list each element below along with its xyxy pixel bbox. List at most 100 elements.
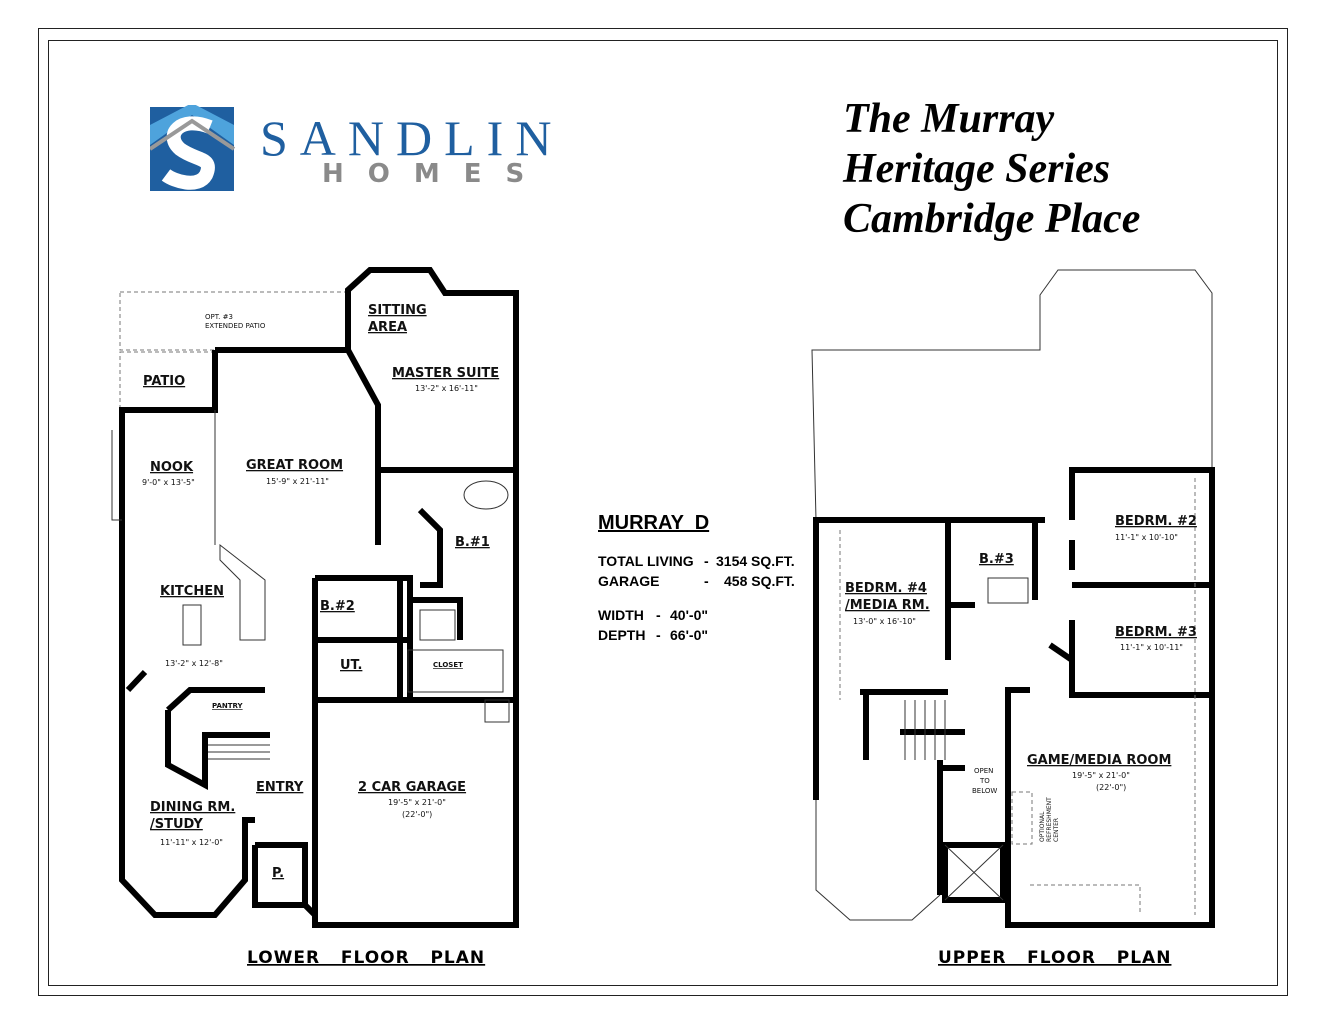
bedroom-game-exterior-wall [1005,467,1215,928]
refreshment-label-3: CENTER [1053,818,1060,842]
bedroom-4-label-2: /MEDIA RM. [845,598,930,613]
master-garage-exterior-wall [312,267,519,928]
dining-dim: 11'-11" x 12'-0" [160,838,223,847]
open-below-wall [937,760,965,895]
entry-wall [302,902,318,918]
garage-dim-2: (22'-0") [402,810,432,819]
ext-patio-label-1: OPT. #3 [205,313,233,321]
sep: - [704,573,709,589]
lower-floor-labels: OPT. #3 EXTENDED PATIO SITTING AREA MAST… [142,303,499,968]
shower [419,609,456,641]
bedroom-3-label: BEDRM. #3 [1115,625,1197,640]
nook-dining-exterior-wall [119,350,255,918]
model-specs: MURRAY D TOTAL LIVING - 3154 SQ.FT. GARA… [598,512,795,643]
dining-label-2: /STUDY [150,817,203,832]
bedroom-2-label: BEDRM. #2 [1115,514,1197,529]
sep: - [656,627,661,643]
total-living-value: 3154 SQ.FT. [716,553,795,569]
lower-floor-walls [111,267,519,928]
garage-sqft-value: 458 SQ.FT. [724,573,795,589]
garage-sqft-label: GARAGE [598,573,659,589]
dining-corner-wall [125,669,148,693]
refreshment-center [1011,791,1033,845]
pantry-label: PANTRY [212,702,244,710]
title-line-2: Heritage Series [843,146,1111,192]
bath-1-label: B.#1 [455,535,490,550]
bath3-walls [945,520,1038,660]
closet-wall [397,578,516,703]
depth-label: DEPTH [598,627,645,643]
kitchen-counter [219,543,266,641]
master-suite-dim: 13'-2" x 16'-11" [415,384,478,393]
chase [942,842,1006,903]
great-room-label: GREAT ROOM [246,458,343,473]
master-suite-label: MASTER SUITE [392,366,499,381]
logo-homes-text: HOMES [322,159,549,189]
garage-dim: 19'-5" x 21'-0" [388,798,446,807]
dining-label-1: DINING RM. [150,800,235,815]
width-value: 40'-0" [670,607,708,623]
powder-label: P. [272,866,284,881]
game-room-label: GAME/MEDIA ROOM [1027,753,1171,768]
inner-border [48,40,1278,986]
refreshment-label-1: OPTIONAL [1039,811,1046,842]
ext-patio-label-2: EXTENDED PATIO [205,322,266,330]
open-below-label-2: TO [979,777,990,785]
sep: - [656,607,661,623]
closet-walls [1048,540,1075,663]
sandlin-homes-logo: SANDLIN HOMES [150,105,580,193]
kitchen-dim: 13'-2" x 12'-8" [165,659,223,668]
bath3-tub [987,577,1029,604]
bedroom4-exterior-wall [813,517,1045,800]
stair-walls [860,689,965,760]
logo-sandlin-text: SANDLIN [260,110,564,166]
garage-label: 2 CAR GARAGE [358,780,466,795]
upper-floor-walls [811,269,1215,928]
entry-label: ENTRY [256,780,304,795]
nook-window [111,410,216,545]
bath-2-label: B.#2 [320,599,355,614]
open-below-label-3: BELOW [972,787,997,795]
nook-label: NOOK [150,460,194,475]
logo-s-mark-icon [150,105,236,191]
bedroom2-3-divider [1069,582,1212,698]
chase-x [944,844,1004,901]
game-room-dim-2: (22'-0") [1096,783,1126,792]
refreshment-label-2: REFRESHMENT [1046,797,1053,842]
kitchen-label: KITCHEN [160,584,224,599]
bedroom-4-dim: 13'-0" x 16'-10" [853,617,916,626]
title-line-3: Cambridge Place [843,196,1141,242]
lower-floor-plan-label: LOWER FLOOR PLAN [247,948,485,968]
ceiling-dash-lines [839,478,1196,915]
game-room-dim: 19'-5" x 21'-0" [1072,771,1130,780]
bedroom-2-dim: 11'-1" x 10'-10" [1115,533,1178,542]
bathtub [463,480,509,510]
shower-wall [408,597,463,640]
stair-wall [165,687,270,791]
depth-value: 66'-0" [670,627,708,643]
extended-patio-outline [119,291,349,351]
bedroom-3-dim: 11'-1" x 10'-11" [1120,643,1183,652]
kitchen-island [182,604,202,646]
outer-border [38,28,1288,996]
water-heater [484,699,510,723]
upper-stair-treads [904,700,946,760]
stair-treads [208,744,270,760]
closet-label: CLOSET [433,661,463,669]
upper-floor-plan-label: UPPER FLOOR PLAN [938,948,1171,968]
master-bath-inner-wall [417,507,443,588]
total-living-label: TOTAL LIVING [598,553,694,569]
bedroom-4-label-1: BEDRM. #4 [845,581,927,596]
roof-outline [811,269,1213,521]
upper-floor-labels: BEDRM. #2 11'-1" x 10'-10" B.#3 BEDRM. #… [845,514,1197,968]
bath-3-label: B.#3 [979,552,1014,567]
closet-inner [407,649,504,693]
sep: - [704,553,709,569]
great-room-dim: 15'-9" x 21'-11" [266,477,329,486]
sitting-area-label-1: SITTING [368,303,427,318]
great-room-top-wall [215,347,381,545]
model-name: MURRAY D [598,512,709,534]
title-line-1: The Murray [843,96,1055,142]
plan-title: The Murray Heritage Series Cambridge Pla… [843,94,1140,244]
